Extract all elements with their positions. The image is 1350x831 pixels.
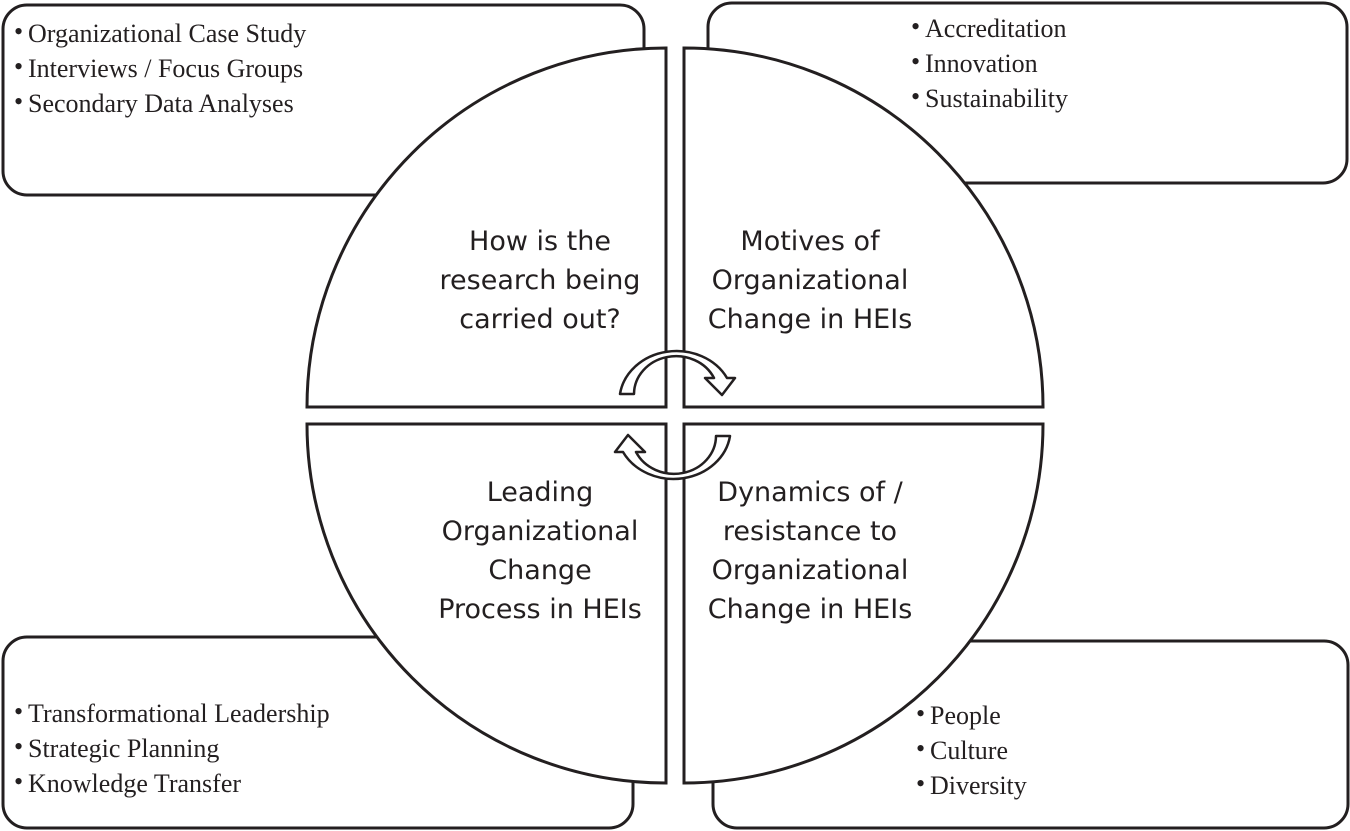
quadrant-label-bottom-left: Leading Organizational Change Process in… <box>438 477 642 625</box>
quadrant-label-line: Organizational <box>712 555 909 586</box>
list-item: Sustainability <box>925 84 1068 113</box>
list-item: Innovation <box>925 49 1038 78</box>
list-item: Diversity <box>930 771 1027 800</box>
clockwise-arrow-icon <box>613 433 732 481</box>
quadrant-label-line: resistance to <box>723 516 897 547</box>
quadrant-label-line: Leading <box>487 477 594 508</box>
bullet-icon: • <box>14 697 23 726</box>
list-item: Transformational Leadership <box>28 699 330 728</box>
list-item: Culture <box>930 736 1008 765</box>
quadrant-label-top-right: Motives of Organizational Change in HEIs <box>708 226 913 335</box>
quadrant-bottom-right <box>682 422 1045 785</box>
bullet-icon: • <box>916 769 925 798</box>
list-item: Secondary Data Analyses <box>28 89 294 118</box>
quadrant-bottom-left <box>305 422 668 785</box>
list-top-left: • Organizational Case Study • Interviews… <box>14 17 306 118</box>
list-item: Strategic Planning <box>28 734 219 763</box>
bullet-icon: • <box>14 732 23 761</box>
list-item: Organizational Case Study <box>28 19 306 48</box>
bullet-icon: • <box>14 52 23 81</box>
list-item: Accreditation <box>925 14 1067 43</box>
quadrant-top-left <box>305 46 668 409</box>
bullet-icon: • <box>14 767 23 796</box>
quadrant-label-line: Change in HEIs <box>708 594 913 625</box>
quadrant-label-line: Change <box>488 555 591 586</box>
quadrant-label-top-left: How is the research being carried out? <box>440 226 641 335</box>
list-bottom-left: • Transformational Leadership • Strategi… <box>14 697 330 798</box>
clockwise-arrow-icon <box>618 349 737 397</box>
bullet-icon: • <box>14 87 23 116</box>
list-item: Interviews / Focus Groups <box>28 54 303 83</box>
list-top-right: • Accreditation • Innovation • Sustainab… <box>911 12 1068 113</box>
quadrant-label-line: carried out? <box>459 304 621 335</box>
list-item: Knowledge Transfer <box>28 769 241 798</box>
quadrant-label-line: Change in HEIs <box>708 304 913 335</box>
quadrant-label-line: Organizational <box>442 516 639 547</box>
quadrant-label-line: Process in HEIs <box>438 594 642 625</box>
bullet-icon: • <box>916 699 925 728</box>
quadrant-label-line: Dynamics of / <box>717 477 903 508</box>
list-item: People <box>930 701 1001 730</box>
list-bottom-right: • People • Culture • Diversity <box>916 699 1027 800</box>
quadrant-label-line: Motives of <box>740 226 881 257</box>
quadrant-label-line: Organizational <box>712 265 909 296</box>
bullet-icon: • <box>916 734 925 763</box>
bullet-icon: • <box>911 82 920 111</box>
bullet-icon: • <box>911 12 920 41</box>
quadrant-label-line: research being <box>440 265 641 296</box>
quadrant-label-bottom-right: Dynamics of / resistance to Organization… <box>708 477 913 625</box>
bullet-icon: • <box>911 47 920 76</box>
quadrant-label-line: How is the <box>469 226 611 257</box>
quadrant-top-right <box>682 46 1045 409</box>
bullet-icon: • <box>14 17 23 46</box>
